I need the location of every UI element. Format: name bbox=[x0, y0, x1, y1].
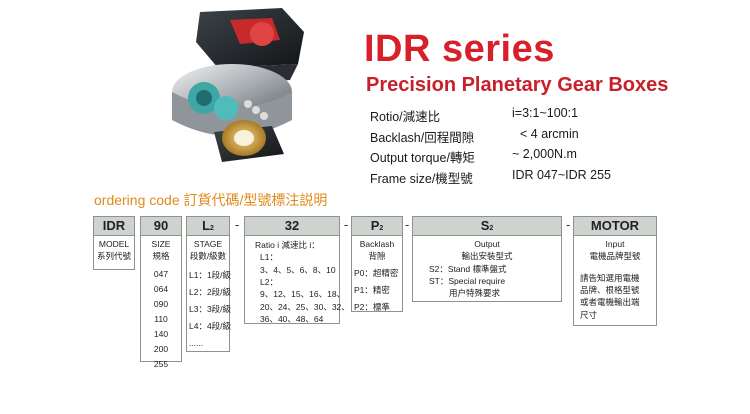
ordering-code-title: ordering code 訂貨代碼/型號標注説明 bbox=[94, 192, 328, 208]
code-ratio: 32 bbox=[244, 216, 340, 236]
ratio-head: Ratio i 減速比 i： bbox=[255, 240, 320, 250]
spec-value: < 4 arcmin bbox=[520, 126, 579, 141]
ratio-l2-values: 36、40、48、64 bbox=[260, 313, 324, 324]
output-item: 用户特殊要求 bbox=[449, 288, 501, 299]
code-output-sub: 2 bbox=[489, 225, 494, 232]
code-backlash-main: P bbox=[370, 218, 380, 233]
stage-item: ...... bbox=[189, 337, 204, 348]
code-size: 90 bbox=[140, 216, 182, 236]
spec-label: Output torque/轉矩 bbox=[370, 151, 475, 165]
motor-item: 尺寸 bbox=[580, 309, 598, 320]
stage-item: L3：3段/級 bbox=[189, 303, 232, 314]
backlash-column: Backlash 背隙 P0：超精密 P1：精密 P2：標準 bbox=[351, 236, 403, 312]
ratio-l2-label: L2： bbox=[260, 276, 278, 287]
stage-item: L1：1段/級 bbox=[189, 269, 232, 280]
motor-head-cn: 電機品牌型號 bbox=[589, 251, 641, 262]
spec-row-torque: Output torque/轉矩 ~ 2,000N.m bbox=[370, 147, 670, 168]
ratio-l1-label: L1： bbox=[260, 252, 278, 263]
code-backlash: P2 bbox=[351, 216, 403, 236]
motor-item: 或者電機輸出端 bbox=[580, 297, 640, 308]
stage-item: L4：4段/級 bbox=[189, 320, 232, 331]
series-subtitle: Precision Planetary Gear Boxes bbox=[366, 74, 669, 96]
output-head: Output bbox=[474, 239, 500, 249]
output-head-cn: 輸出安裝型式 bbox=[461, 251, 513, 262]
code-dash: - bbox=[405, 217, 410, 232]
code-dash: - bbox=[566, 217, 571, 232]
ratio-l2-values: 9、12、15、16、18、 bbox=[260, 289, 346, 300]
code-dash: - bbox=[235, 217, 240, 232]
spec-value: IDR 047~IDR 255 bbox=[512, 167, 612, 182]
series-title: IDR series bbox=[364, 28, 555, 70]
code-dash: - bbox=[344, 217, 349, 232]
ratio-column: Ratio i 減速比 i： L1： 3、4、5、6、8、10 L2： 9、12… bbox=[244, 236, 350, 324]
backlash-head-cn: 背隙 bbox=[368, 251, 386, 262]
size-item: 200 bbox=[153, 343, 169, 354]
size-item: 255 bbox=[153, 358, 169, 369]
ratio-l1-values: 3、4、5、6、8、10 bbox=[260, 264, 336, 275]
code-backlash-sub: 2 bbox=[379, 225, 384, 232]
output-item: S2：Stand 標準盤式 bbox=[429, 263, 507, 274]
motor-item: 品牌、根格型號 bbox=[580, 284, 640, 295]
size-item: 140 bbox=[153, 328, 169, 339]
stage-head-cn: 段數/級數 bbox=[189, 251, 227, 262]
size-item: 110 bbox=[154, 313, 168, 324]
output-column: Output 輸出安裝型式 S2：Stand 標準盤式 ST：Special r… bbox=[412, 236, 562, 302]
code-output: S2 bbox=[412, 216, 562, 236]
spec-value: i=3:1~100:1 bbox=[512, 106, 579, 120]
spec-label: Backlash/回程間隙 bbox=[370, 130, 475, 145]
model-head: MODEL bbox=[98, 239, 130, 249]
size-item: 090 bbox=[153, 298, 169, 309]
code-stage: L2 bbox=[186, 216, 230, 236]
size-column: SIZE 規格 047 064 090 110 140 200 255 bbox=[140, 236, 182, 369]
motor-item: 請告知選用電機 bbox=[580, 272, 640, 283]
stage-head: STAGE bbox=[193, 239, 223, 249]
spec-label: Rotio/減速比 bbox=[370, 110, 441, 124]
spec-value: ~ 2,000N.m bbox=[512, 147, 577, 161]
code-output-main: S bbox=[480, 218, 490, 233]
stage-column: STAGE 段數/級數 L1：1段/級 L2：2段/級 L3：3段/級 L4：4… bbox=[186, 236, 232, 352]
gearbox-image bbox=[172, 8, 304, 162]
motor-head: Input bbox=[605, 239, 625, 249]
motor-column: Input 電機品牌型號 請告知選用電機 品牌、根格型號 或者電機輸出端 尺寸 bbox=[573, 236, 657, 326]
size-head: SIZE bbox=[151, 239, 171, 249]
spec-label: Frame size/機型號 bbox=[370, 171, 473, 186]
model-column: MODEL 系列代號 bbox=[93, 236, 135, 270]
backlash-item: P0：超精密 bbox=[354, 267, 399, 278]
code-stage-main: L bbox=[202, 218, 211, 233]
code-model: IDR bbox=[93, 216, 135, 236]
size-item: 047 bbox=[153, 268, 169, 279]
spec-row-backlash: Backlash/回程間隙 < 4 arcmin bbox=[370, 127, 670, 148]
size-item: 064 bbox=[153, 283, 169, 294]
code-stage-sub: 2 bbox=[210, 225, 214, 232]
code-motor: MOTOR bbox=[573, 216, 657, 236]
backlash-item: P2：標準 bbox=[354, 301, 390, 312]
spec-row-ratio: Rotio/減速比 i=3:1~100:1 bbox=[370, 106, 670, 127]
stage-item: L2：2段/級 bbox=[189, 286, 232, 297]
spec-row-frame: Frame size/機型號 IDR 047~IDR 255 bbox=[370, 168, 670, 189]
size-head-cn: 規格 bbox=[152, 251, 170, 262]
output-item: ST：Special require bbox=[429, 275, 506, 286]
backlash-item: P1：精密 bbox=[354, 284, 390, 295]
ratio-l2-values: 20、24、25、30、32、 bbox=[260, 301, 350, 312]
spec-list: Rotio/減速比 i=3:1~100:1 Backlash/回程間隙 < 4 … bbox=[370, 106, 670, 188]
model-head-cn: 系列代號 bbox=[96, 251, 131, 262]
backlash-head: Backlash bbox=[359, 239, 395, 249]
